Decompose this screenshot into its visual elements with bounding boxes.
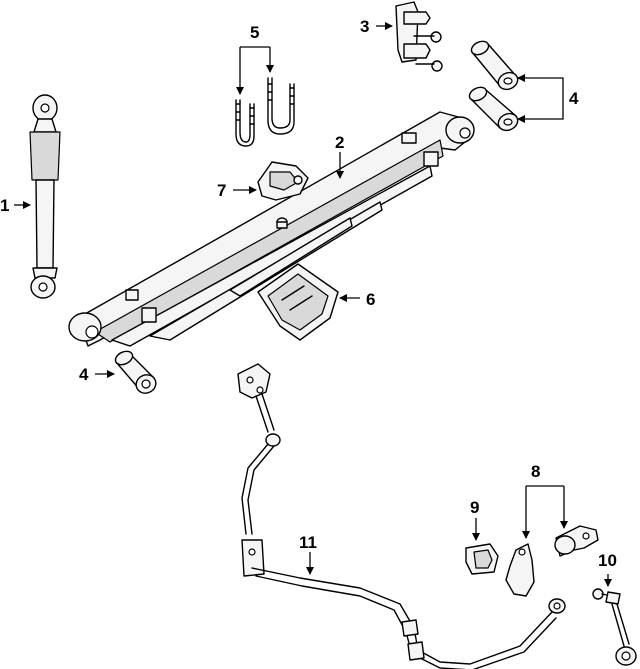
spring-shackle — [395, 1, 443, 72]
callout-6: 6 — [366, 290, 375, 309]
shock-absorber — [29, 94, 61, 299]
stabilizer-bar — [237, 363, 566, 669]
u-bolts — [235, 77, 295, 147]
stabilizer-link — [592, 588, 637, 666]
bushing-upper — [470, 40, 519, 91]
callout-1: 1 — [0, 196, 9, 215]
callout-8: 8 — [531, 462, 540, 481]
callout-labels: 1 2 3 4 4 5 6 7 8 9 10 11 — [0, 17, 617, 570]
callout-4-lower: 4 — [79, 365, 89, 384]
callout-9: 9 — [470, 498, 479, 517]
spring-plate — [257, 263, 339, 341]
callout-4-upper: 4 — [569, 89, 579, 108]
bushing-middle — [468, 86, 519, 132]
stabilizer-bracket-left — [505, 543, 535, 597]
leaf-spring — [68, 111, 475, 347]
callout-7: 7 — [217, 181, 226, 200]
callout-2: 2 — [335, 133, 344, 152]
stabilizer-bushing — [465, 543, 499, 575]
callout-10: 10 — [598, 551, 617, 570]
leader-lines — [14, 22, 612, 587]
callout-5: 5 — [250, 23, 259, 42]
stabilizer-bracket-right — [554, 525, 599, 557]
callout-11: 11 — [299, 533, 317, 552]
spring-seat — [257, 161, 309, 201]
bushing-lower — [114, 350, 157, 394]
callout-3: 3 — [360, 17, 369, 36]
